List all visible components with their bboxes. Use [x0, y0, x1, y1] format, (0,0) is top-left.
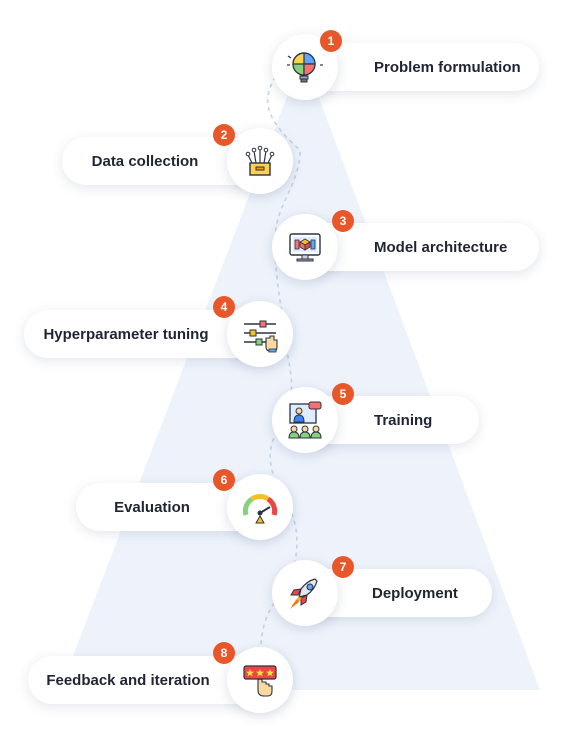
database-box-icon — [245, 145, 275, 176]
step-5-badge: 5 — [332, 383, 354, 405]
step-3-icon-circle — [272, 214, 338, 280]
step-1-badge: 1 — [320, 30, 342, 52]
step-7-label: Deployment — [372, 584, 458, 602]
step-6-icon-circle — [227, 474, 293, 540]
step-2-badge: 2 — [213, 124, 235, 146]
step-8-icon-circle — [227, 647, 293, 713]
step-7-icon-circle — [272, 560, 338, 626]
monitor-architecture-icon — [289, 233, 321, 262]
pyramid-shape — [60, 55, 540, 690]
sliders-hand-icon — [244, 320, 278, 353]
step-2-icon-circle — [227, 128, 293, 194]
rating-stars-hand-icon — [243, 665, 277, 697]
step-8-badge: 8 — [213, 642, 235, 664]
puzzle-lightbulb-icon — [287, 52, 323, 83]
step-2-label: Data collection — [91, 152, 199, 170]
presentation-audience-icon — [288, 401, 322, 439]
step-6-label: Evaluation — [114, 498, 190, 516]
step-4-badge: 4 — [213, 296, 235, 318]
step-5-label: Training — [374, 411, 433, 429]
gauge-meter-icon — [242, 494, 278, 524]
step-7-badge: 7 — [332, 556, 354, 578]
step-8-label: Feedback and iteration — [46, 671, 210, 689]
step-6-badge: 6 — [213, 469, 235, 491]
step-3-label: Model architecture — [374, 238, 508, 256]
step-4-icon-circle — [227, 301, 293, 367]
step-1-label: Problem formulation — [374, 58, 521, 76]
step-4-label: Hyperparameter tuning — [43, 325, 209, 343]
step-3-badge: 3 — [332, 210, 354, 232]
rocket-icon — [290, 578, 318, 609]
step-5-icon-circle — [272, 387, 338, 453]
